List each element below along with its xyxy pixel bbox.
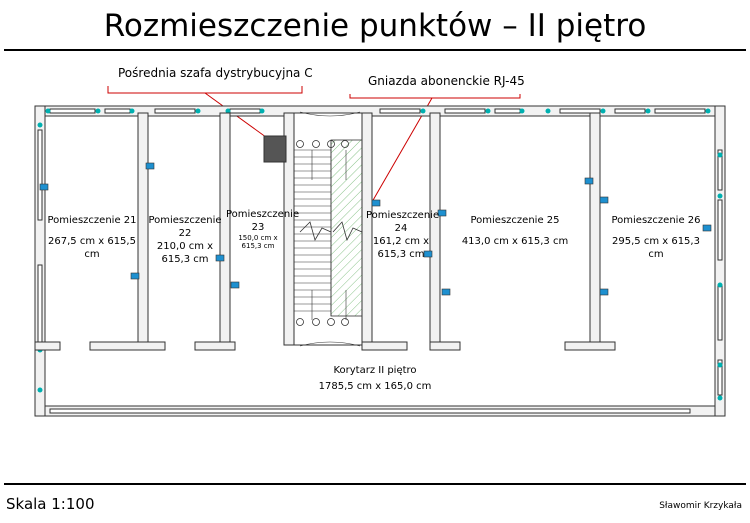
room-24-size-1: 161,2 cm x xyxy=(372,236,430,247)
corridor-label: Korytarz II piętro 1785,5 cm x 165,0 cm xyxy=(310,364,440,393)
room-21-size: 267,5 cm x 615,5 cm xyxy=(48,236,136,260)
room-22-name: Pomieszczenie 22 xyxy=(148,215,222,239)
room-22-label: Pomieszczenie 22 210,0 cm x 615,3 cm xyxy=(146,214,224,266)
room-24-label: Pomieszczenie 24 161,2 cm x 615,3 cm xyxy=(366,209,440,261)
room-23-label: Pomieszczenie 23 150,0 cm x 615,3 cm xyxy=(226,208,300,250)
room-25-size: 413,0 cm x 615,3 cm xyxy=(461,236,569,247)
room-23-size-2: 615,3 cm xyxy=(241,242,275,250)
room-26-size: 295,5 cm x 615,3 cm xyxy=(612,236,700,260)
room-22-size-1: 210,0 cm x xyxy=(156,241,214,252)
author-label: Sławomir Krzykała xyxy=(659,501,742,511)
callout-cabinet: Pośrednia szafa dystrybucyjna C xyxy=(118,66,313,80)
room-24-size-2: 615,3 cm xyxy=(377,249,425,260)
callout-sockets: Gniazda abonenckie RJ-45 xyxy=(368,74,525,88)
room-23-size-1: 150,0 cm x xyxy=(238,234,278,242)
interior-walls xyxy=(34,112,616,351)
bottom-divider xyxy=(4,483,746,485)
windows xyxy=(37,108,723,414)
room-26-label: Pomieszczenie 26 295,5 cm x 615,3 cm xyxy=(603,214,709,261)
room-23-name-2: 23 xyxy=(251,222,265,233)
room-26-name: Pomieszczenie 26 xyxy=(611,215,701,226)
distribution-cabinet xyxy=(263,135,287,163)
rj45-sockets xyxy=(39,162,712,296)
room-24-name-1: Pomieszczenie xyxy=(366,210,440,221)
corridor-size: 1785,5 cm x 165,0 cm xyxy=(318,381,432,392)
room-23-name-1: Pomieszczenie xyxy=(226,209,300,220)
page-title: Rozmieszczenie punktów – II piętro xyxy=(103,8,647,44)
scale-label: Skala 1:100 xyxy=(6,495,95,513)
room-24-name-2: 24 xyxy=(394,223,408,234)
corridor-name: Korytarz II piętro xyxy=(333,365,417,376)
room-21-label: Pomieszczenie 21 267,5 cm x 615,5 cm xyxy=(46,214,138,261)
staircase xyxy=(293,111,363,347)
room-22-size-2: 615,3 cm xyxy=(161,254,209,265)
room-25-name: Pomieszczenie 25 xyxy=(470,215,560,226)
room-25-label: Pomieszczenie 25 413,0 cm x 615,3 cm xyxy=(455,214,575,248)
top-divider xyxy=(4,49,746,51)
room-21-name: Pomieszczenie 21 xyxy=(47,215,137,226)
